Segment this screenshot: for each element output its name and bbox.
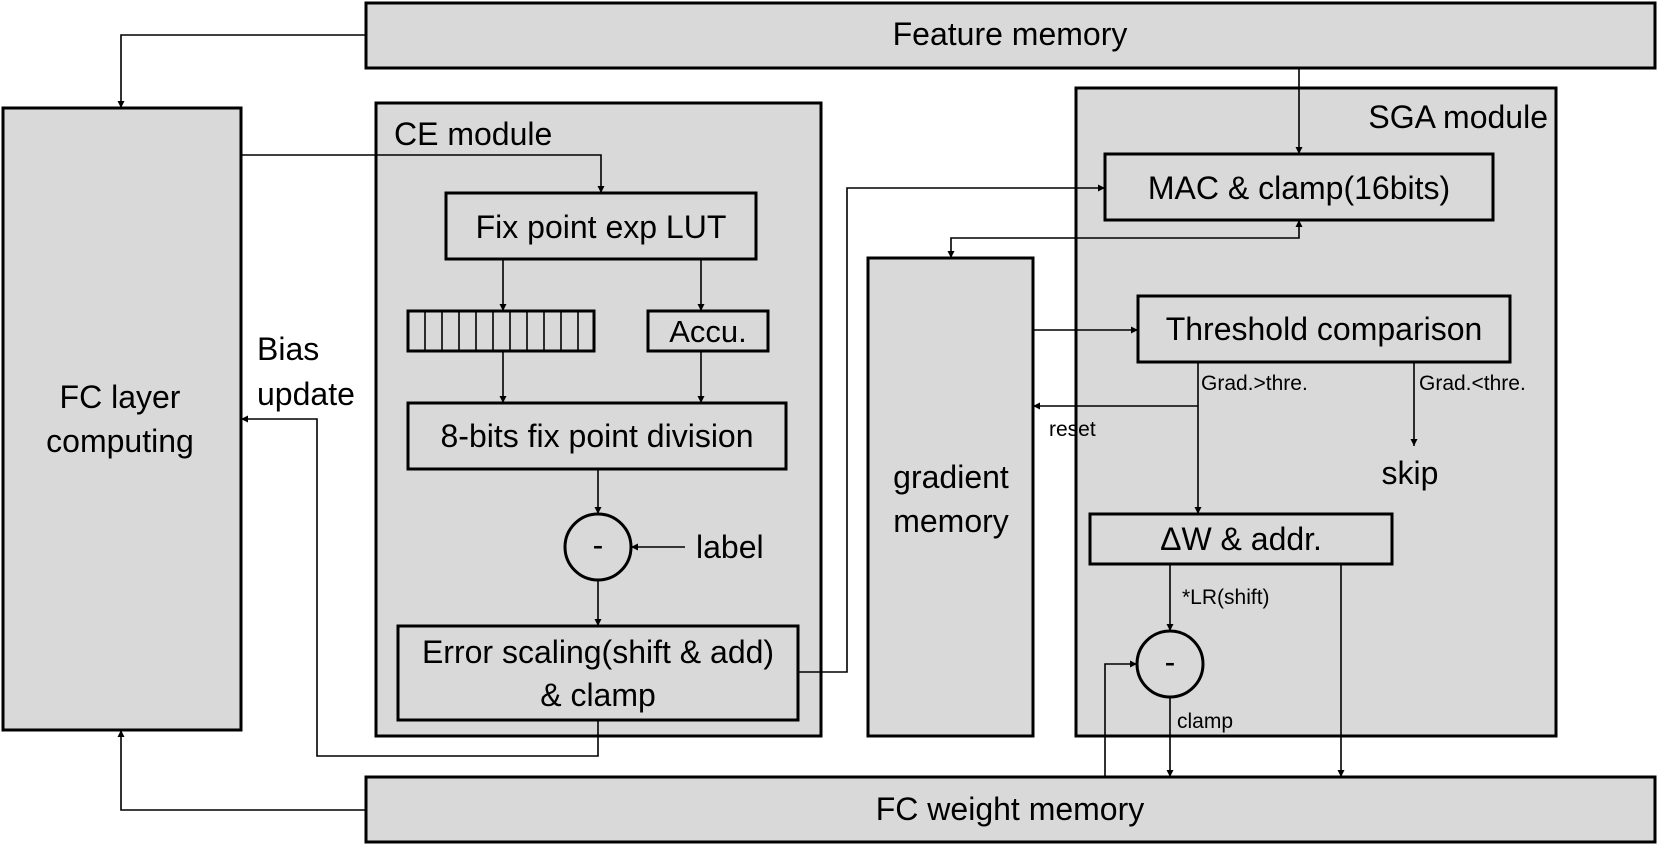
error-scaling-label-line2: & clamp [540,677,656,713]
arrow-error-to-mac [798,184,1105,673]
grad-greater-threshold-label: Grad.>thre. [1201,372,1308,395]
connections [117,34,1418,811]
fc-weight-memory-block: FC weight memory [364,775,1657,844]
fc-weight-memory-label: FC weight memory [876,791,1145,827]
subtractor-symbol: - [593,527,604,563]
register-array [406,309,596,353]
error-scaling-label-line1: Error scaling(shift & add) [422,634,774,670]
fc-layer-label-line1: FC layer [60,379,181,415]
gradient-memory-label-line1: gradient [893,459,1009,495]
arrow-fc-to-exp-lut [241,154,605,193]
lr-shift-label: *LR(shift) [1182,586,1270,609]
feature-memory-block: Feature memory [364,1,1657,70]
fc-layer-label-line2: computing [46,423,194,459]
delta-w-addr-block: ΔW & addr. [1088,512,1394,566]
fix-point-exp-lut-label: Fix point exp LUT [476,209,727,245]
ce-module-block: CE module Fix point exp LUT Accu. 8-bits… [374,101,823,738]
bias-update-label-line2: update [257,376,355,412]
delta-w-addr-label: ΔW & addr. [1160,521,1322,557]
arrow-weight-to-subtractor [1104,660,1137,777]
error-scaling-block: Error scaling(shift & add) & clamp [396,624,800,722]
feature-memory-label: Feature memory [893,16,1128,52]
reset-label: reset [1049,418,1096,441]
gradient-memory-block: gradient memory [866,256,1035,738]
accumulator-block: Accu. [646,309,770,353]
arrow-weight-to-fc [117,730,366,811]
threshold-comparison-label: Threshold comparison [1166,311,1483,347]
arrow-feature-to-fc [117,34,366,108]
sga-subtractor-circle: - [1135,629,1205,699]
sga-subtractor-symbol: - [1165,644,1176,680]
skip-label: skip [1382,455,1439,491]
arrow-bias-update [241,415,599,757]
bias-update-label-line1: Bias [257,331,319,367]
fc-layer-computing-block: FC layer computing [1,106,243,732]
threshold-comparison-block: Threshold comparison [1136,294,1512,364]
fix-point-exp-lut-block: Fix point exp LUT [444,191,758,261]
sga-module-block: SGA module MAC & clamp(16bits) Threshold… [1074,86,1558,738]
subtractor-circle: - [563,512,633,582]
grad-less-threshold-label: Grad.<thre. [1419,372,1526,395]
fix-point-division-block: 8-bits fix point division [406,401,788,471]
arrow-mac-gradient-bidirectional [947,220,1303,258]
fix-point-division-label: 8-bits fix point division [440,418,753,454]
mac-clamp-block: MAC & clamp(16bits) [1103,152,1495,222]
label-input-label: label [696,529,764,565]
gradient-memory-label-line2: memory [893,503,1009,539]
sga-module-label: SGA module [1368,99,1548,135]
accumulator-label: Accu. [669,314,747,349]
ce-module-label: CE module [394,116,552,152]
clamp-label: clamp [1177,710,1233,733]
mac-clamp-label: MAC & clamp(16bits) [1148,170,1450,206]
